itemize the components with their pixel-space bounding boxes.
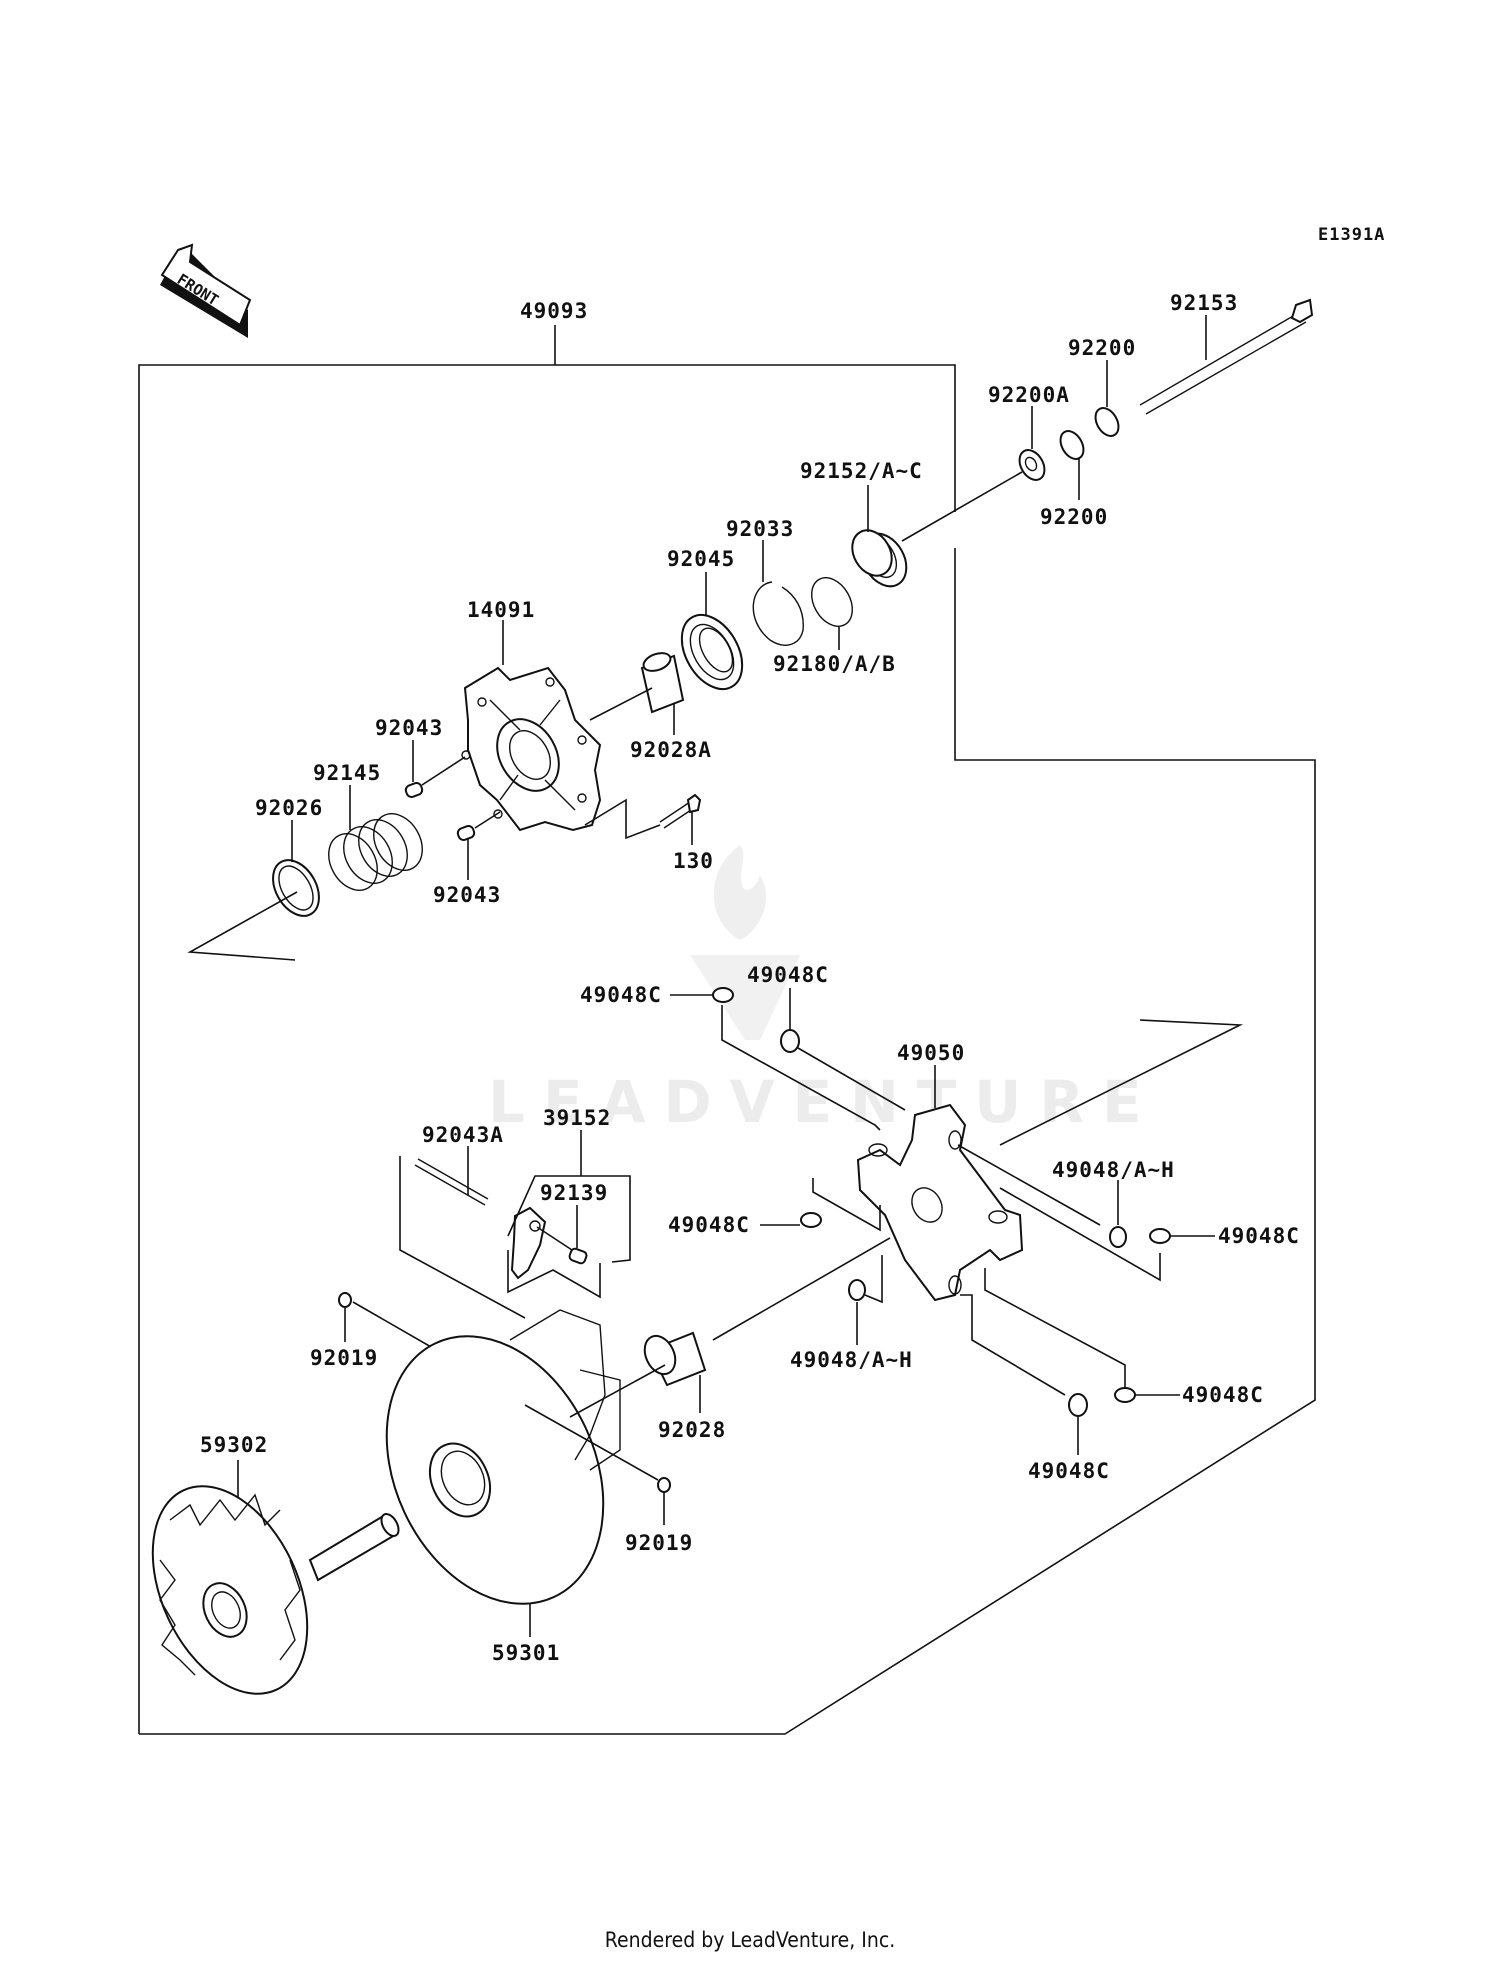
part-92028-sleeve (643, 1331, 707, 1387)
part-label-49048C-5: 49048C (1182, 1383, 1264, 1407)
part-92045-bearing (680, 614, 744, 690)
footer-credit: Rendered by LeadVenture, Inc. (604, 1928, 896, 1952)
part-49048C-nut-6 (1068, 1393, 1088, 1417)
part-92200A-collar (1018, 449, 1046, 481)
part-49048C-nut-1 (712, 987, 734, 1003)
part-label-92033: 92033 (726, 517, 794, 541)
front-arrow-icon: FRONT (160, 243, 252, 338)
diagram-ref-code: E1391A (1318, 225, 1385, 245)
part-label-59301: 59301 (492, 1641, 560, 1665)
watermark-flame-icon (713, 845, 767, 940)
part-label-92026: 92026 (255, 796, 323, 820)
part-49048C-nut-4 (800, 1212, 822, 1228)
part-49048C-nut-3 (1149, 1228, 1171, 1244)
part-label-92019-right: 92019 (625, 1531, 693, 1555)
part-14091-cover (461, 666, 602, 832)
part-92153-bolt (1139, 298, 1314, 415)
part-label-49050: 49050 (897, 1041, 965, 1065)
part-label-49048AH-2: 49048/A~H (790, 1348, 913, 1372)
part-59302-fixed-sheave (151, 1485, 400, 1695)
part-label-49048C-1: 49048C (580, 983, 662, 1007)
part-label-92028: 92028 (658, 1418, 726, 1442)
part-label-49048C-6: 49048C (1028, 1459, 1110, 1483)
part-label-92145: 92145 (313, 761, 381, 785)
part-92043-pin-top (404, 782, 424, 798)
part-49048AH-nut-2 (848, 1279, 866, 1301)
watermark-text: LEADVENTURE (488, 1068, 1160, 1136)
part-label-92139: 92139 (540, 1181, 608, 1205)
part-label-92043A: 92043A (422, 1123, 504, 1147)
part-92043A-shaft (414, 1158, 489, 1206)
part-label-49048AH-1: 49048/A~H (1052, 1158, 1175, 1182)
part-49048C-nut-5 (1114, 1387, 1136, 1403)
part-label-49048C-3: 49048C (1218, 1224, 1300, 1248)
part-130-bolt (659, 793, 702, 829)
part-label-92043-bottom: 92043 (433, 883, 501, 907)
part-59301-sheave (385, 1309, 621, 1605)
part-92033-snap-ring (752, 581, 804, 646)
part-92019-nut-right (657, 1477, 671, 1493)
part-label-49048C-2: 49048C (747, 963, 829, 987)
watermark-v-icon (690, 955, 800, 1040)
part-92139-bushing (568, 1247, 588, 1265)
part-label-92200A: 92200A (988, 383, 1070, 407)
part-label-130: 130 (673, 849, 714, 873)
part-39152-weight-arm (510, 1206, 547, 1280)
part-92043-pin-bottom (456, 825, 476, 841)
part-92152-collar (851, 529, 908, 588)
part-label-92200-top: 92200 (1068, 336, 1136, 360)
part-92145-spring (328, 813, 423, 891)
part-label-92028A: 92028A (630, 738, 712, 762)
part-label-39152: 39152 (543, 1106, 611, 1130)
part-49048AH-nut-1 (1109, 1226, 1127, 1248)
assembly-outline-49093 (138, 325, 1316, 1735)
part-label-92045: 92045 (667, 547, 735, 571)
part-label-92200-bottom: 92200 (1040, 505, 1108, 529)
part-label-59302: 59302 (200, 1433, 268, 1457)
part-label-92153: 92153 (1170, 291, 1238, 315)
watermark: LEADVENTURE (488, 845, 1160, 1136)
part-label-14091: 14091 (467, 598, 535, 622)
part-label-92152: 92152/A~C (800, 459, 923, 483)
part-label-92043-top: 92043 (375, 716, 443, 740)
part-label-92019-left: 92019 (310, 1346, 378, 1370)
part-92028A-sleeve (640, 652, 685, 714)
part-label-49093: 49093 (520, 299, 588, 323)
part-92200-washer-bottom (1059, 430, 1085, 460)
part-92180-ring (811, 577, 853, 627)
part-49050-bracket (856, 1103, 1024, 1302)
part-92200-washer-top (1094, 407, 1120, 437)
part-label-92180: 92180/A/B (773, 652, 896, 676)
part-92019-nut-left (338, 1292, 352, 1308)
part-92026-ring (272, 859, 320, 917)
part-label-49048C-4: 49048C (668, 1213, 750, 1237)
part-49048C-nut-2 (780, 1029, 800, 1053)
